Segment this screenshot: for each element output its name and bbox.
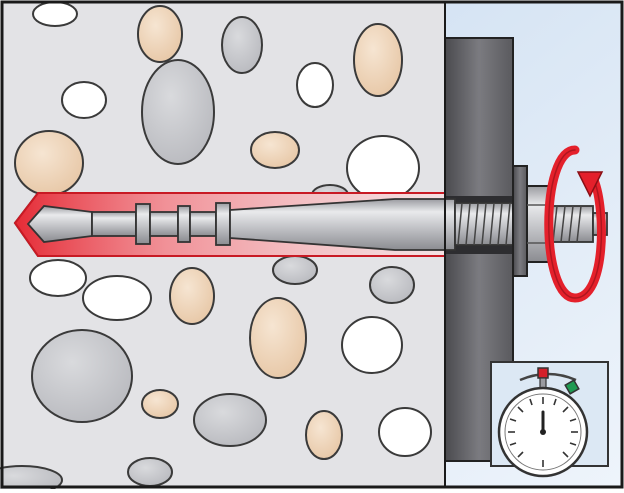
pebble xyxy=(141,389,179,419)
pebble xyxy=(82,275,152,321)
pebble xyxy=(32,1,78,27)
rod-cone xyxy=(149,211,179,237)
thread-lines xyxy=(457,202,511,246)
pebble xyxy=(250,131,300,169)
pebble xyxy=(137,5,183,63)
pebble xyxy=(353,23,403,97)
rod-cone xyxy=(189,211,217,237)
pebble xyxy=(127,457,173,487)
pebble xyxy=(346,135,420,201)
pebble xyxy=(141,59,215,165)
stopwatch-icon xyxy=(490,361,609,478)
rod-collar xyxy=(215,202,231,246)
pebble xyxy=(305,410,343,460)
pebble xyxy=(221,16,263,74)
aggregate-pebbles xyxy=(0,1,432,493)
pebble xyxy=(272,255,318,285)
stopwatch-ticks xyxy=(508,397,578,467)
pebble xyxy=(341,316,403,374)
pebble xyxy=(369,266,415,304)
pebble xyxy=(31,329,133,423)
rod-collar xyxy=(177,205,191,243)
stopwatch-hub xyxy=(540,429,546,435)
washer xyxy=(512,165,528,277)
stopwatch-red-button xyxy=(537,367,549,379)
rod-cone xyxy=(91,211,137,237)
stopwatch-green-button xyxy=(564,379,580,395)
rotation-arrow-icon xyxy=(544,145,606,303)
pebble xyxy=(193,393,267,447)
pebble xyxy=(296,62,334,108)
rod-end-threads xyxy=(552,205,582,243)
pebble xyxy=(29,259,87,297)
pebble xyxy=(169,267,215,325)
pebble xyxy=(378,407,432,457)
rod-collar xyxy=(135,203,151,245)
pebble xyxy=(61,81,107,119)
pebble xyxy=(14,130,84,196)
rod-taper xyxy=(229,198,456,251)
pebble xyxy=(249,297,307,379)
